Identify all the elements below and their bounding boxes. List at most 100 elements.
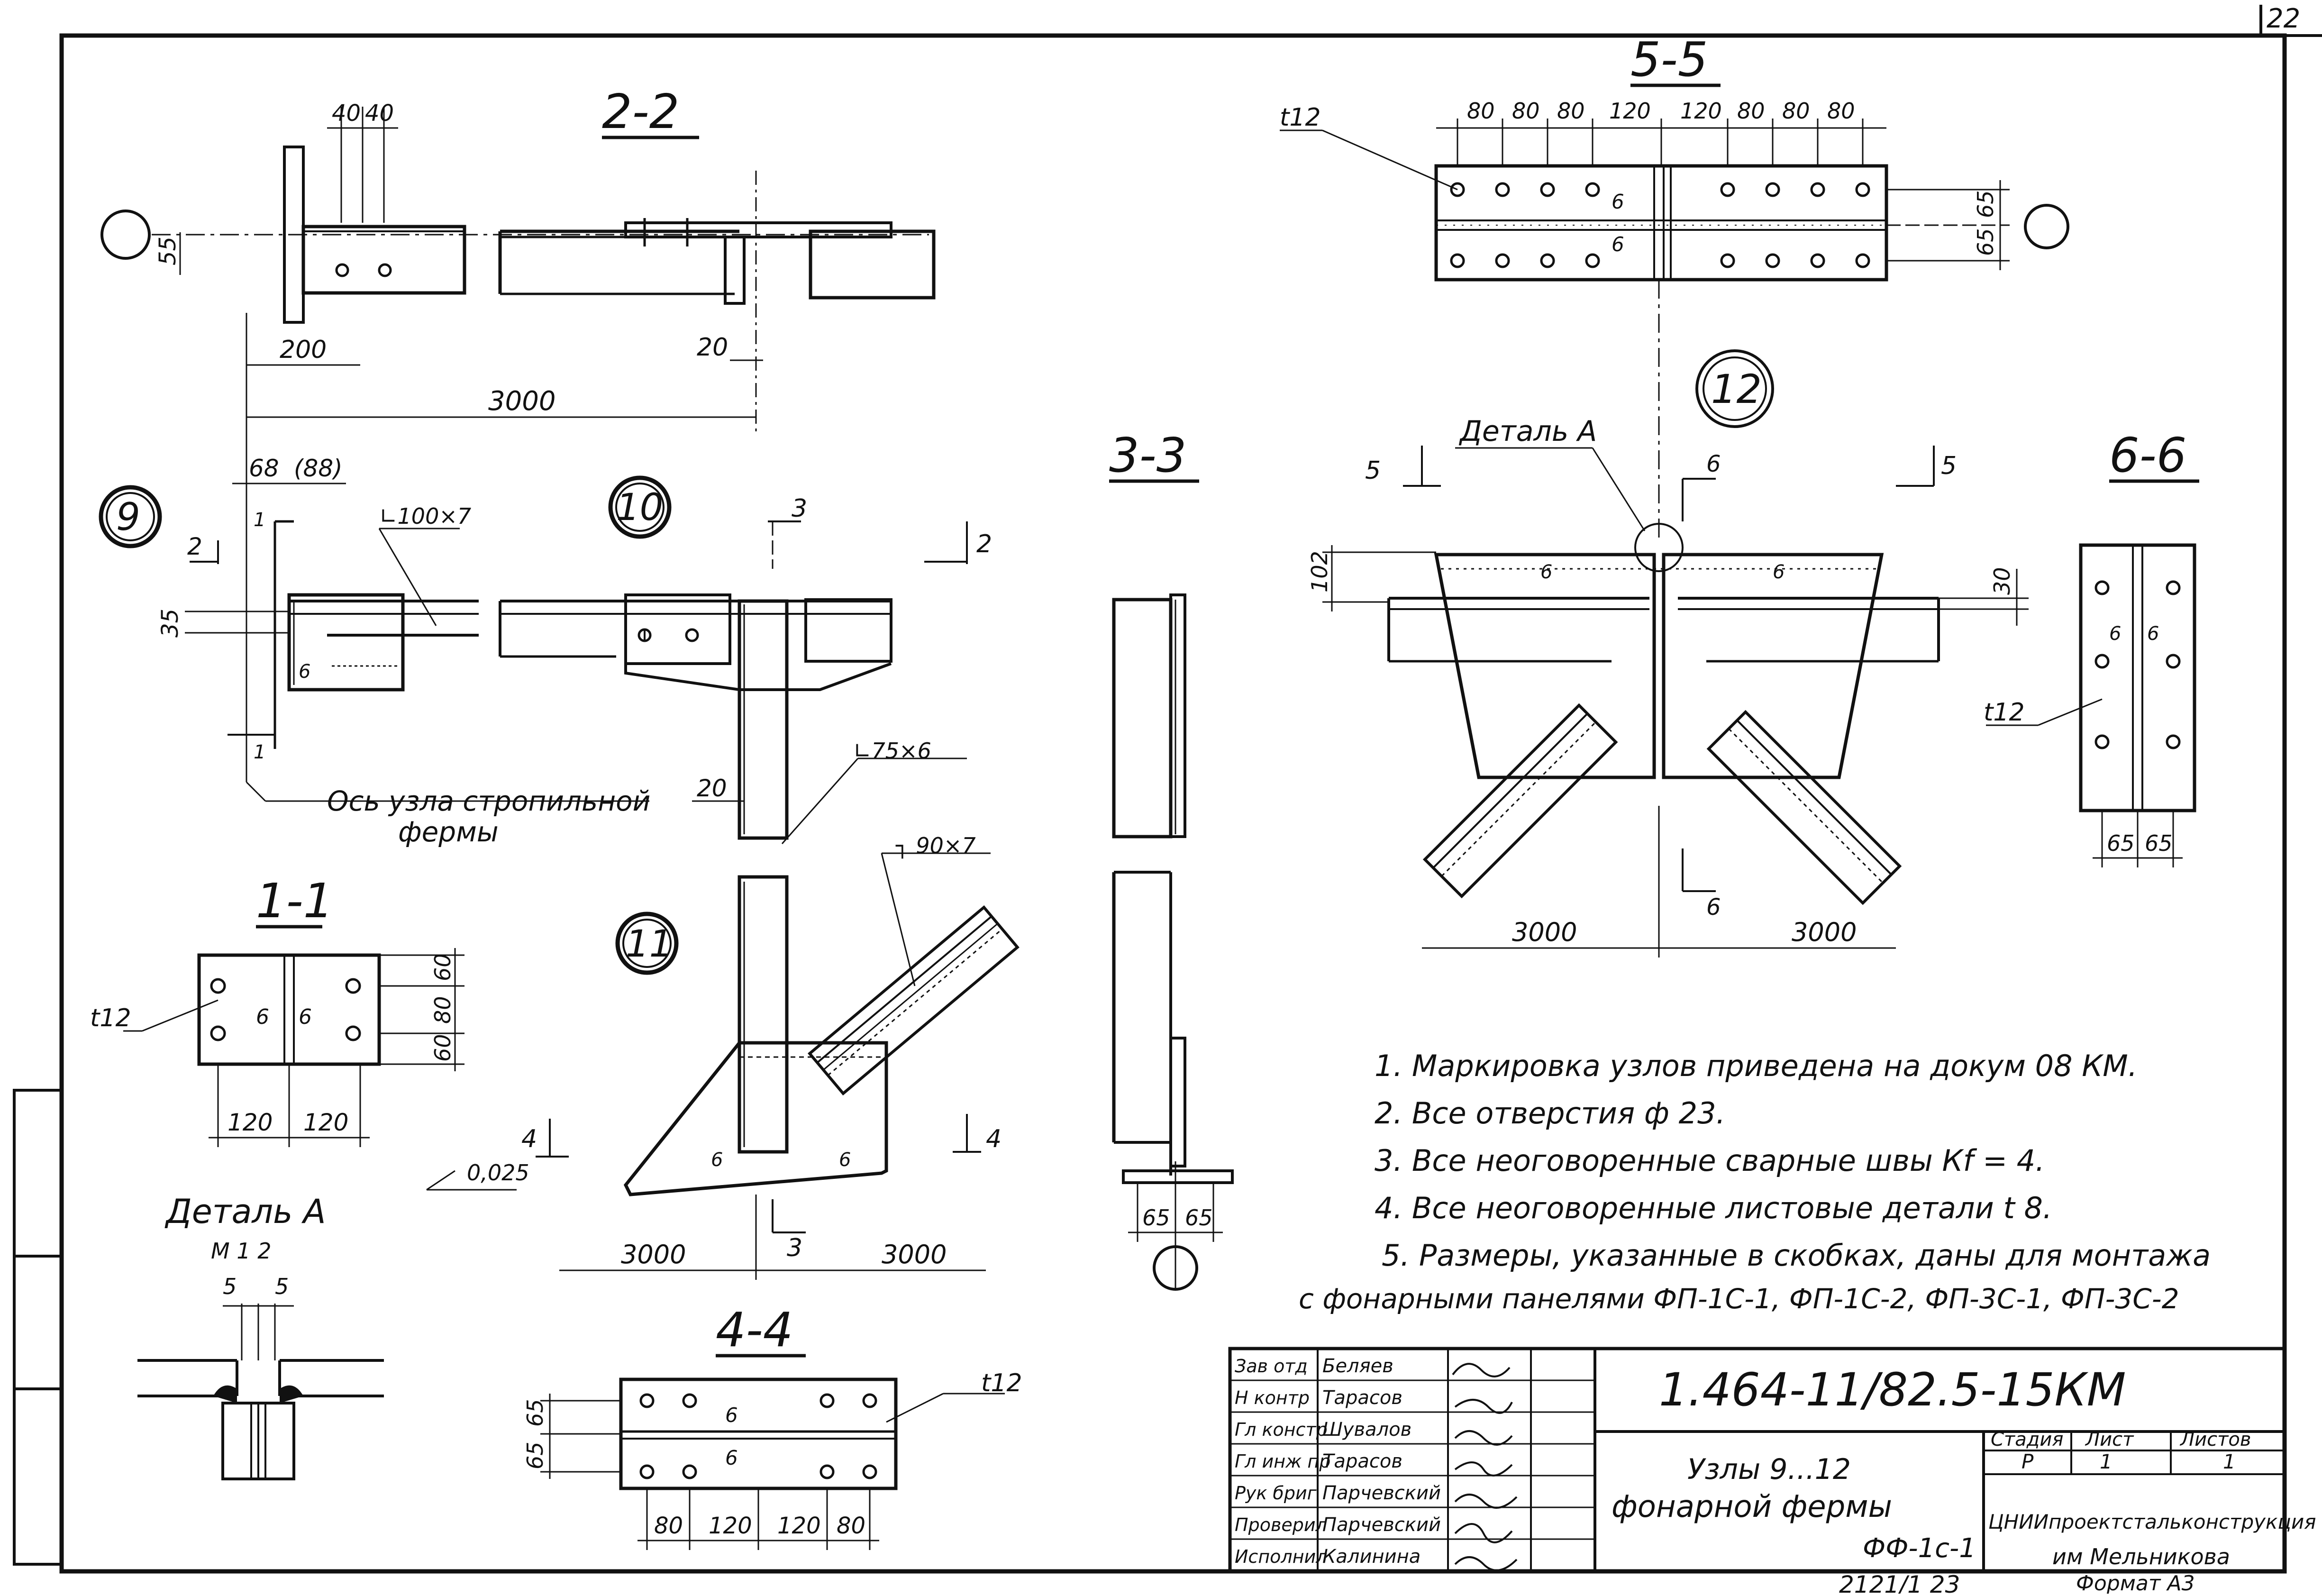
sheet-value: 1 xyxy=(2100,1450,2113,1473)
node-12: 12 Деталь А 5 5 6 6 xyxy=(1307,349,2029,958)
detail-a-callout xyxy=(1634,523,1684,572)
node-11-cut-4-right: 4 xyxy=(986,1125,1002,1153)
corner-number: 22 xyxy=(2267,3,2300,34)
node-11-bubble xyxy=(615,912,679,975)
stage-value: Р xyxy=(2022,1450,2034,1473)
s66-plate: t12 xyxy=(1984,698,2025,727)
s55-six-a: 6 xyxy=(1612,190,1624,213)
sheets-value: 1 xyxy=(2223,1450,2236,1473)
s44-dim-120b: 120 xyxy=(777,1513,821,1539)
detail-a: Деталь А М 1 2 5 5 xyxy=(137,1192,384,1480)
note-1: 1. Маркировка узлов приведена на докум 0… xyxy=(1375,1049,2138,1083)
node-9: 9 6 35 ∟100×7 2 1 1 Ось узла стропильной… xyxy=(99,485,650,848)
node-10-cut-3: 3 xyxy=(792,494,807,523)
staff-name-4: Тарасов xyxy=(1322,1450,1402,1472)
section-1-1-six-b: 6 xyxy=(299,1005,312,1029)
node-12-cut-6-bottom: 6 xyxy=(1706,894,1721,921)
section-6-6: 6-6 6 6 t12 65 65 xyxy=(1984,428,2199,867)
node-12-cut-6-top: 6 xyxy=(1706,451,1721,477)
staff-name-2: Тарасов xyxy=(1322,1387,1402,1409)
axis-bubble xyxy=(100,210,151,260)
s55-dim-80a: 80 xyxy=(1467,98,1495,124)
s33-dim-65a: 65 xyxy=(1142,1205,1170,1231)
s11-dim-60b: 60 xyxy=(430,1034,455,1062)
node-11: 11 6 6 ┐ 90×7 0,025 4 4 3 3000 3000 xyxy=(426,833,1020,1280)
s44-plate: t12 xyxy=(981,1369,1022,1397)
node-12-dim-102: 102 xyxy=(1307,551,1332,593)
staff-name-7: Калинина xyxy=(1322,1546,1421,1568)
detail-a-scale: М 1 2 xyxy=(211,1238,271,1264)
s66-six-a: 6 xyxy=(2109,623,2121,645)
node-12-cut-5-right: 5 xyxy=(1941,452,1957,480)
section-3-3: 3-3 65 65 xyxy=(1109,428,1234,1291)
staff-role-3: Гл констр xyxy=(1235,1419,1328,1440)
s55-six-b: 6 xyxy=(1612,233,1624,256)
note-2: 2. Все отверстия ф 23. xyxy=(1375,1096,1725,1131)
node-12-six-a: 6 xyxy=(1540,561,1552,583)
s55-dim-65a: 65 xyxy=(1973,190,1998,218)
section-1-1-plate: t12 xyxy=(90,1004,131,1032)
section-4-4: 4-4 6 6 t12 65 65 80 120 120 80 xyxy=(522,1302,1022,1550)
staff-role-6: Проверил xyxy=(1235,1514,1327,1535)
bottom-stamp: 2121/1 23 xyxy=(1839,1571,1960,1594)
dim-3000: 3000 xyxy=(488,386,556,417)
note-5-cont: с фонарными панелями ФП-1С-1, ФП-1С-2, Ф… xyxy=(1299,1283,2179,1315)
node-11-label: 11 xyxy=(626,923,673,966)
node-10: 10 3 2 ∟75×6 20 xyxy=(499,475,992,844)
signatures xyxy=(1452,1363,1518,1571)
section-5-5: 5-5 6 6 t12 xyxy=(1280,32,2069,540)
node-11-dim-3000b: 3000 xyxy=(882,1240,947,1269)
s44-dim-80a: 80 xyxy=(654,1513,683,1539)
node-10-bubble xyxy=(608,475,672,539)
node-12-dim-3000b: 3000 xyxy=(1792,917,1857,947)
detail-a-title: Деталь А xyxy=(164,1192,326,1231)
s11-dim-80: 80 xyxy=(430,996,455,1024)
node-10-label: 10 xyxy=(616,486,663,529)
axis-note-line1: Ось узла стропильной xyxy=(327,785,650,817)
node-12-dim-30: 30 xyxy=(1989,567,2015,595)
node-9-six: 6 xyxy=(299,661,310,683)
node-11-angle: ┐ 90×7 xyxy=(895,833,976,859)
staff-role-7: Исполнил xyxy=(1235,1546,1328,1567)
format-label: Формат А3 xyxy=(2076,1571,2195,1594)
node-12-detail-ref: Деталь А xyxy=(1458,415,1597,448)
sheet-header: Лист xyxy=(2085,1429,2134,1450)
detail-a-dim-5a: 5 xyxy=(223,1274,237,1299)
section-1-1-title: 1-1 xyxy=(256,873,333,929)
s11-dim-120a: 120 xyxy=(228,1109,273,1136)
section-1-1: 1-1 6 6 t12 60 80 60 120 120 xyxy=(90,873,464,1147)
s66-six-b: 6 xyxy=(2147,623,2159,645)
staff-name-3: Шувалов xyxy=(1322,1419,1411,1441)
title-line-1: Узлы 9...12 xyxy=(1687,1453,1851,1486)
note-4: 4. Все неоговоренные листовые детали t 8… xyxy=(1375,1191,2052,1225)
node-11-slope: 0,025 xyxy=(467,1160,529,1186)
s44-six-a: 6 xyxy=(725,1404,738,1427)
s55-dim-80b: 80 xyxy=(1512,98,1540,124)
dim-200: 200 xyxy=(280,336,327,364)
sheet-frame xyxy=(13,5,2322,1574)
node-11-cut-3: 3 xyxy=(787,1234,802,1262)
document-code: 1.464-11/82.5-15КМ xyxy=(1659,1363,2126,1416)
section-2-2: 2-2 40 40 55 200 20 3000 68 xyxy=(100,84,936,782)
staff-name-6: Парчевский xyxy=(1322,1514,1441,1536)
s55-dim-80e: 80 xyxy=(1782,98,1810,124)
dim-68: 68 xyxy=(249,455,279,482)
dim-55: 55 xyxy=(155,237,181,265)
section-4-4-title: 4-4 xyxy=(716,1302,793,1358)
title-line-2: фонарной фермы xyxy=(1612,1489,1892,1524)
node-12-cut-5-left: 5 xyxy=(1365,456,1381,485)
s44-dim-120a: 120 xyxy=(709,1513,752,1539)
node-9-cut-2: 2 xyxy=(187,533,202,560)
s44-dim-80b: 80 xyxy=(837,1513,865,1539)
sheets-header: Листов xyxy=(2179,1429,2251,1450)
node-9-cut-1-bottom: 1 xyxy=(254,741,265,763)
staff-role-2: Н контр xyxy=(1235,1387,1310,1408)
node-11-six-a: 6 xyxy=(711,1149,723,1171)
s55-dim-120a: 120 xyxy=(1609,98,1651,124)
dim-88: (88) xyxy=(294,455,343,482)
dim-40a: 40 xyxy=(332,100,361,127)
dim-35: 35 xyxy=(157,609,183,638)
s11-dim-120b: 120 xyxy=(303,1109,348,1136)
